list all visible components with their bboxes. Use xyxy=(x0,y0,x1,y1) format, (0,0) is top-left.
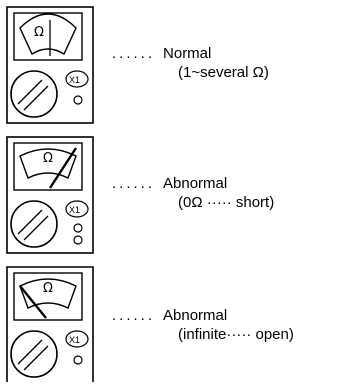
state-text: Normal xyxy=(163,45,212,62)
meter-needle xyxy=(19,285,47,319)
jack xyxy=(73,235,83,245)
meter-body xyxy=(6,6,94,124)
meter-needle xyxy=(48,147,78,189)
detail-text: (0Ω ····· short) xyxy=(178,194,275,211)
reading-row-normal: Ω X1 ...... Normal (1~several Ω) xyxy=(0,6,341,124)
range-dial xyxy=(10,200,58,248)
state-text: Abnormal xyxy=(163,307,228,324)
reading-label-normal: ...... Normal (1~several Ω) xyxy=(112,44,269,82)
meter-body xyxy=(6,136,94,254)
multimeter-open: Ω X1 xyxy=(6,266,94,382)
reading-row-short: Ω X1 ...... Abnormal (0Ω ····· short) xyxy=(0,136,341,254)
range-dial xyxy=(10,330,58,378)
range-badge xyxy=(65,70,89,88)
range-label: X1 xyxy=(69,335,80,345)
multimeter-normal: Ω X1 xyxy=(6,6,94,124)
reading-row-open: Ω X1 ...... Abnormal (infinite····· open) xyxy=(0,266,341,382)
range-label: X1 xyxy=(69,205,80,215)
leader-dots: ...... xyxy=(112,307,156,324)
meter-scale-arc xyxy=(19,148,77,179)
meter-body xyxy=(6,266,94,382)
multimeter-short: Ω X1 xyxy=(6,136,94,254)
detail-text: (infinite····· open) xyxy=(178,326,294,343)
range-badge xyxy=(65,330,89,348)
jack xyxy=(73,95,83,105)
range-label: X1 xyxy=(69,75,80,85)
jack xyxy=(73,223,83,233)
meter-display xyxy=(13,142,83,191)
leader-dots: ...... xyxy=(112,45,156,62)
reading-label-short: ...... Abnormal (0Ω ····· short) xyxy=(112,174,274,212)
jack xyxy=(73,355,83,365)
detail-text: (1~several Ω) xyxy=(178,64,269,81)
leader-dots: ...... xyxy=(112,175,156,192)
ohm-symbol: Ω xyxy=(43,151,53,166)
reading-label-open: ...... Abnormal (infinite····· open) xyxy=(112,306,294,344)
meter-scale-arc xyxy=(19,13,77,56)
meter-display xyxy=(13,12,83,61)
range-dial xyxy=(10,70,58,118)
state-text: Abnormal xyxy=(163,175,228,192)
meter-display xyxy=(13,272,83,321)
ohm-symbol: Ω xyxy=(34,25,44,40)
ohm-symbol: Ω xyxy=(43,281,53,296)
range-badge xyxy=(65,200,89,218)
